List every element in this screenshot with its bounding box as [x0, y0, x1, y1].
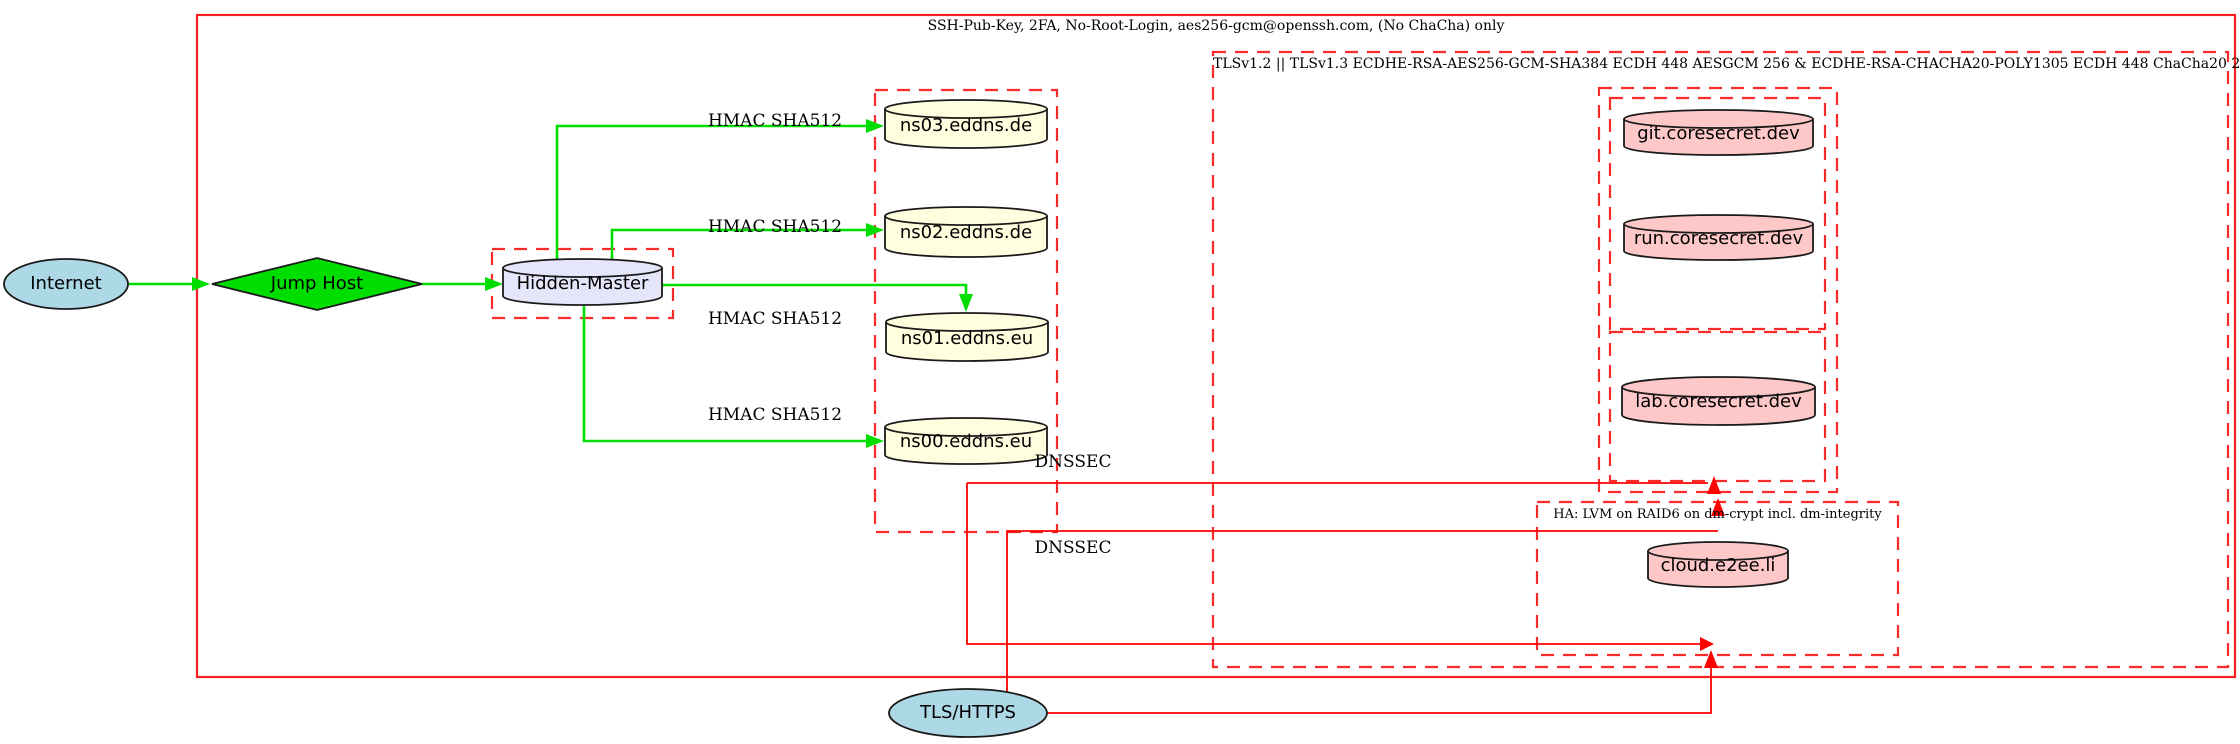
- lab-node-label: lab.coresecret.dev: [1635, 391, 1802, 412]
- ssh-cluster-box: [195, 13, 2237, 679]
- edge-hiddenmaster-ns03: [555, 124, 866, 260]
- lab-node: [1621, 376, 1816, 426]
- hidden-master-node-seam: [502, 267, 663, 278]
- git-node-seam: [1623, 118, 1814, 129]
- dnssec-label-lower: DNSSEC: [1034, 538, 1112, 558]
- ns03-node-seam: [884, 108, 1048, 119]
- cloud-node-label: cloud.e2ee.li: [1660, 555, 1776, 576]
- hidden-master-node-label: Hidden-Master: [516, 273, 649, 294]
- run-node-label: run.coresecret.dev: [1633, 228, 1804, 249]
- edge-hiddenmaster-ns00: [582, 306, 866, 443]
- arrowhead-ns02: [866, 223, 884, 237]
- arrowhead-ns00: [866, 434, 884, 448]
- hmac-label-ns00: HMAC SHA512: [707, 405, 843, 425]
- edge-tlshttps-ha: [1047, 668, 1712, 714]
- hmac-label-ns01: HMAC SHA512: [707, 309, 843, 329]
- git-node-label: git.coresecret.dev: [1637, 123, 1800, 144]
- ns02-node-seam: [884, 215, 1048, 226]
- ns01-node-seam: [885, 321, 1049, 332]
- arrowhead-ns01: [959, 294, 973, 312]
- ns00-node-seam: [884, 426, 1048, 437]
- arrowhead-internet-jumphost: [192, 277, 210, 291]
- ns03-node: [884, 99, 1048, 149]
- tls-https-node-label: TLS/HTTPS: [919, 702, 1016, 723]
- tls-cluster-box: [1211, 50, 2230, 669]
- arrowhead-tlshttps-ha: [1704, 650, 1718, 668]
- edge-hiddenmaster-ns02: [610, 228, 866, 260]
- git-node: [1623, 109, 1814, 156]
- edge-hiddenmaster-ns01: [662, 283, 968, 294]
- git-run-cluster-box: [1608, 96, 1827, 331]
- cloud-node: [1647, 541, 1789, 588]
- internet-node: [3, 258, 129, 310]
- run-node-seam: [1623, 223, 1814, 234]
- ns00-node-label: ns00.eddns.eu: [899, 431, 1033, 452]
- tls-https-node: [888, 688, 1048, 738]
- internet-node-label: Internet: [30, 273, 102, 294]
- arrowhead-dnssec-lower: [1711, 498, 1725, 516]
- ns02-node-label: ns02.eddns.de: [899, 222, 1033, 243]
- hidden-master-node: [502, 258, 663, 306]
- tls-cluster-label: TLSv1.2 || TLSv1.3 ECDHE-RSA-AES256-GCM-…: [1213, 56, 2240, 72]
- edge-dns-lower: [966, 483, 1700, 645]
- dns-cluster-box: [873, 88, 1059, 534]
- ns01-node-label: ns01.eddns.eu: [900, 328, 1034, 349]
- dnssec-label-upper: DNSSEC: [1034, 452, 1112, 472]
- hmac-label-ns03: HMAC SHA512: [707, 111, 843, 131]
- arrowhead-jumphost-hiddenmaster: [485, 277, 503, 291]
- lab-cluster-box: [1608, 330, 1827, 483]
- ns00-node: [884, 417, 1048, 465]
- jump-host-node-label: Jump Host: [270, 273, 364, 294]
- ha-cluster-label: HA: LVM on RAID6 on dm-crypt incl. dm-in…: [1553, 507, 1882, 522]
- run-node: [1623, 214, 1814, 261]
- cloud-node-seam: [1647, 550, 1789, 561]
- ns02-node: [884, 206, 1048, 258]
- edge-dnssec-lower: [1006, 530, 1718, 692]
- jump-host-node: [211, 257, 423, 311]
- ssh-cluster-label: SSH-Pub-Key, 2FA, No-Root-Login, aes256-…: [927, 18, 1505, 34]
- ns01-node: [885, 312, 1049, 362]
- hmac-label-ns02: HMAC SHA512: [707, 217, 843, 237]
- arrowhead-dns-lower: [1700, 637, 1714, 651]
- lab-node-seam: [1621, 386, 1816, 398]
- arrowhead-dnssec-upper: [1707, 476, 1721, 494]
- ns03-node-label: ns03.eddns.de: [899, 115, 1033, 136]
- arrowhead-ns03: [866, 119, 884, 133]
